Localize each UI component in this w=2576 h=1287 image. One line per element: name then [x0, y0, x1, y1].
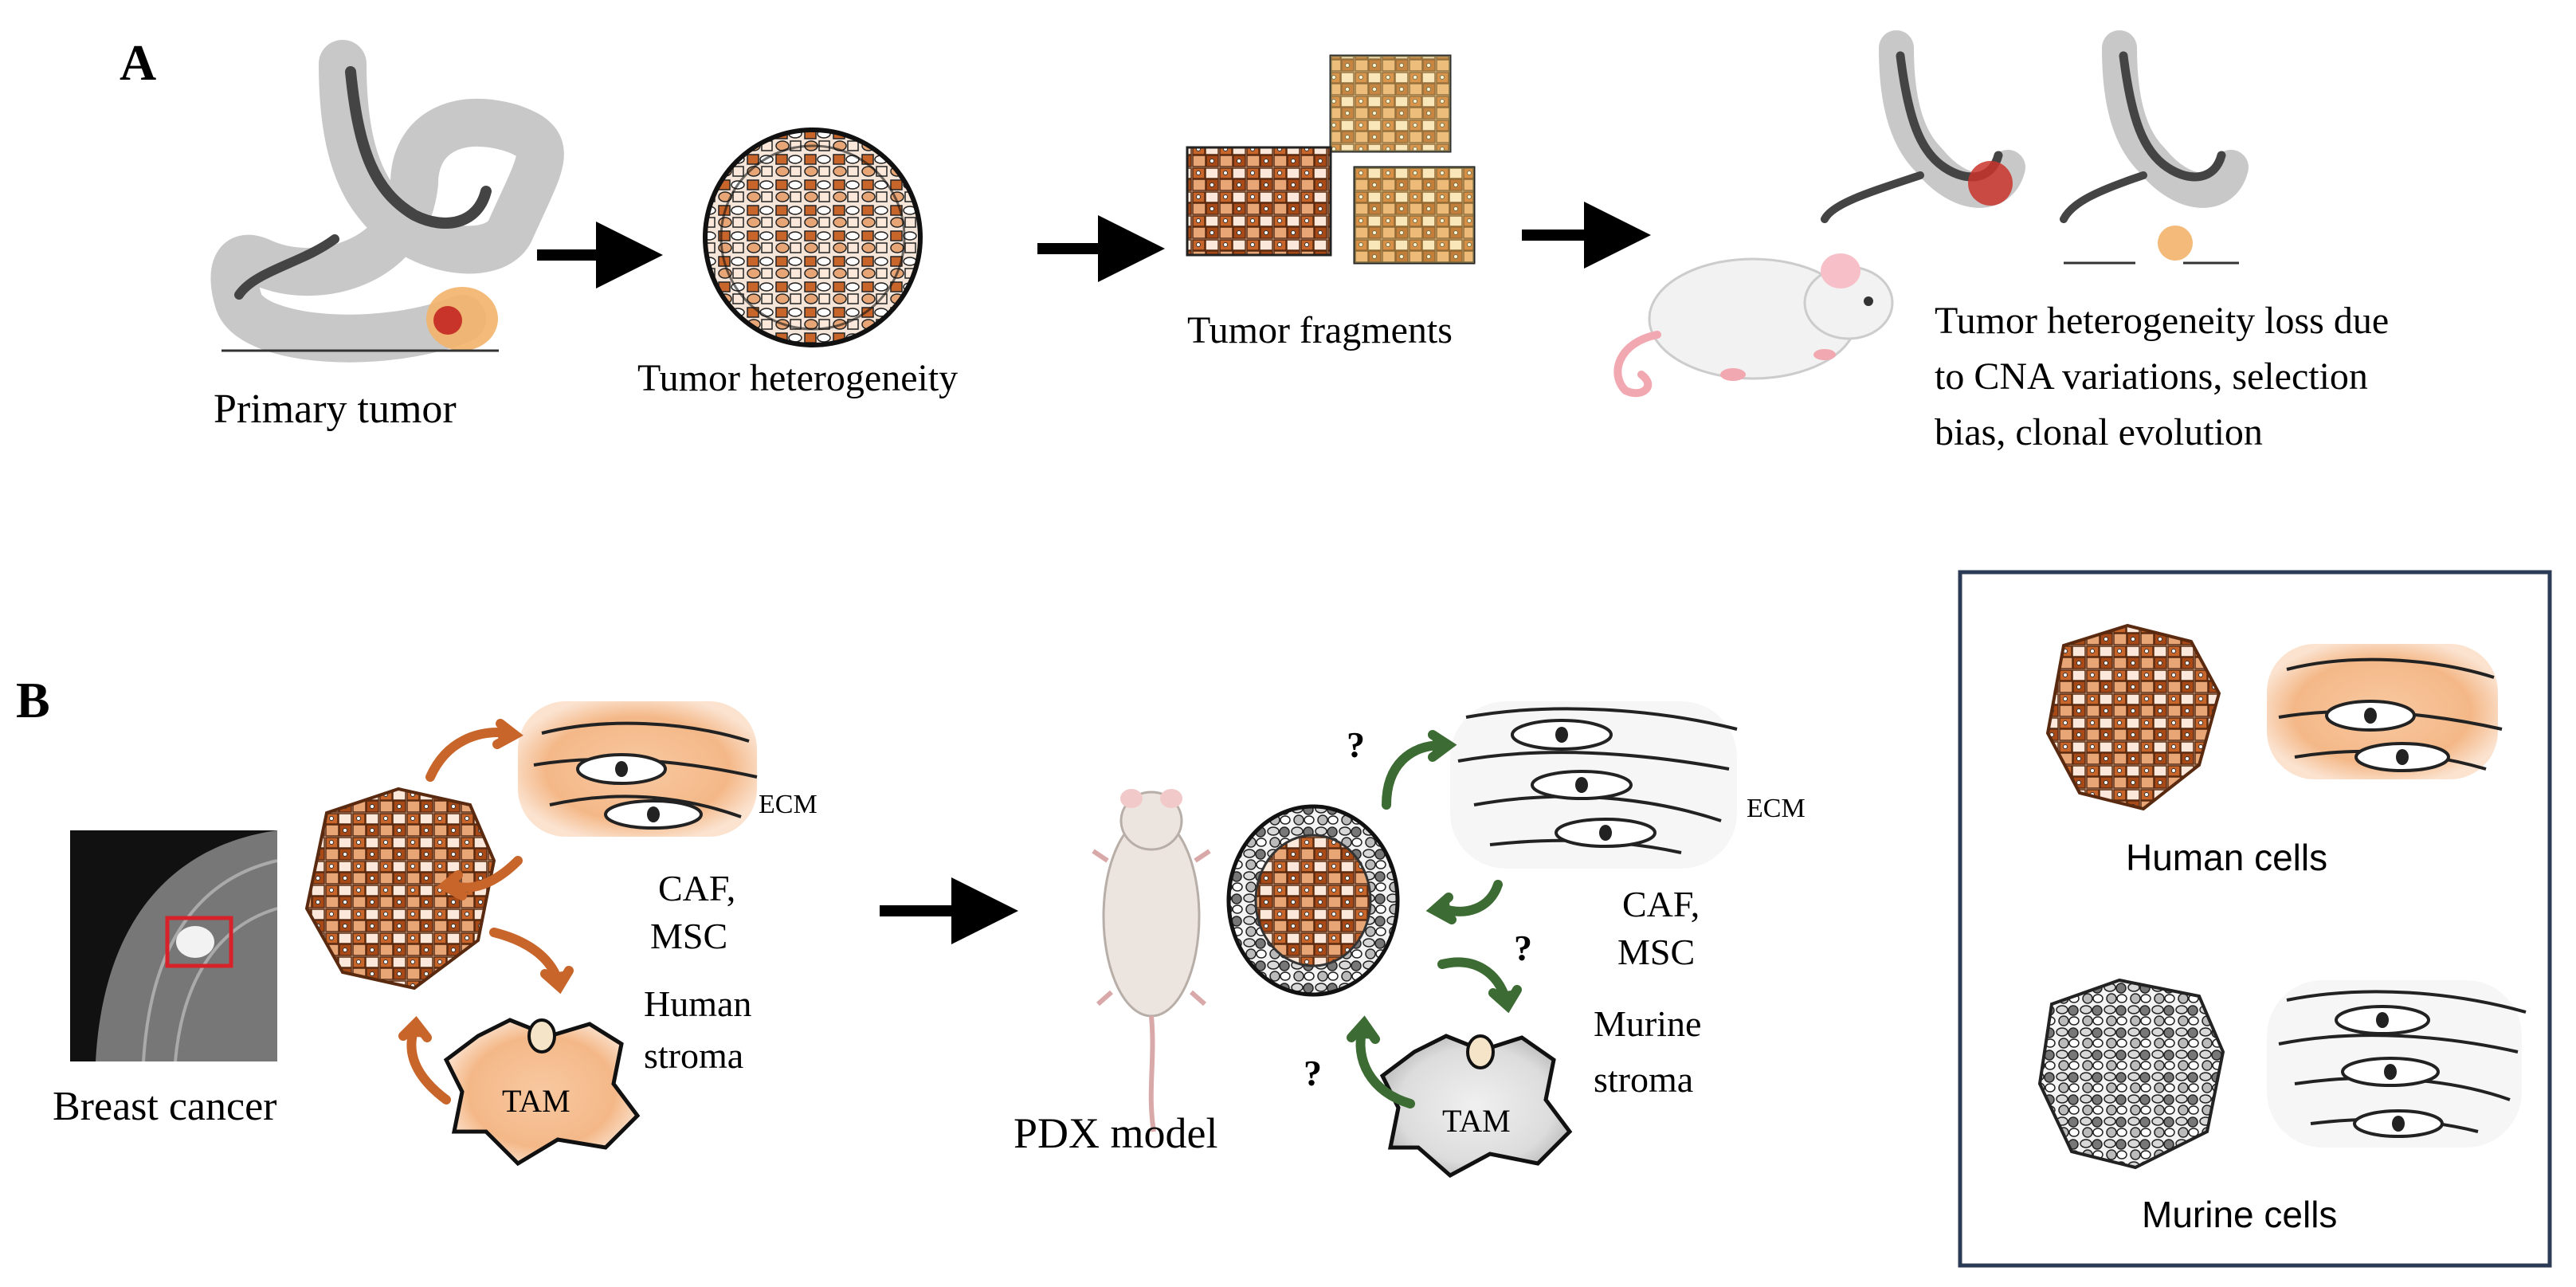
question-mark-2: ?	[1514, 928, 1532, 968]
murine-tam-label: TAM	[1442, 1103, 1511, 1139]
panel-b-label: B	[16, 672, 50, 728]
legend-murine-tumor	[2037, 978, 2225, 1170]
human-tam-cell	[443, 1018, 641, 1167]
mammogram-image	[70, 830, 278, 1062]
human-stroma-label-1: Human	[644, 983, 751, 1024]
murine-msc-label: MSC	[1617, 932, 1695, 972]
human-tam-label: TAM	[502, 1083, 570, 1119]
legend-murine-stroma	[2267, 980, 2527, 1148]
loss-text-line-1: Tumor heterogeneity loss due	[1935, 300, 2389, 342]
murine-ecm-label: ECM	[1747, 794, 1806, 823]
fragments-label: Tumor fragments	[1187, 309, 1453, 351]
murine-interaction-arrows	[1347, 730, 1522, 1108]
legend-human-stroma	[2267, 644, 2503, 779]
stomach-icon	[1821, 30, 2025, 223]
murine-ecm-fibers	[1450, 701, 1738, 869]
loss-text-line-2: to CNA variations, selection	[1935, 355, 2368, 398]
breast-cancer-label: Breast cancer	[53, 1084, 276, 1129]
legend-murine-label: Murine cells	[2142, 1194, 2337, 1235]
roi-box	[165, 916, 233, 968]
murine-stroma-label-1: Murine	[1594, 1003, 1701, 1044]
loss-text-line-3: bias, clonal evolution	[1935, 411, 2263, 453]
mouse-icon	[1613, 253, 1894, 398]
stomach-icon	[210, 40, 564, 363]
question-mark-3: ?	[1304, 1053, 1322, 1093]
human-ecm-label: ECM	[759, 790, 817, 819]
murine-caf-label: CAF,	[1622, 884, 1700, 924]
human-msc-label: MSC	[650, 916, 727, 956]
tumor-heterogeneity-sphere	[703, 128, 923, 347]
tumor-fragments	[1186, 54, 1476, 265]
legend-human-label: Human cells	[2126, 837, 2327, 878]
panel-a-label: A	[120, 34, 156, 91]
lab-mouse-icon	[1092, 789, 1211, 1132]
stomach-icon	[2060, 30, 2249, 261]
human-interaction-arrows	[398, 719, 574, 1105]
question-mark-1: ?	[1347, 724, 1365, 765]
murine-stroma-label-2: stroma	[1594, 1059, 1693, 1100]
primary-tumor-label: Primary tumor	[214, 386, 457, 432]
legend-human-tumor	[2045, 623, 2221, 811]
pdx-tumor	[1226, 804, 1400, 997]
heterogeneity-label: Tumor heterogeneity	[637, 357, 958, 399]
pdx-model-label: PDX model	[1014, 1109, 1218, 1157]
human-ecm-fibers	[518, 701, 758, 837]
human-tumor-cluster	[304, 787, 496, 991]
murine-tam-cell	[1379, 1034, 1573, 1179]
human-stroma-label-2: stroma	[644, 1035, 743, 1076]
human-caf-label: CAF,	[658, 868, 735, 908]
